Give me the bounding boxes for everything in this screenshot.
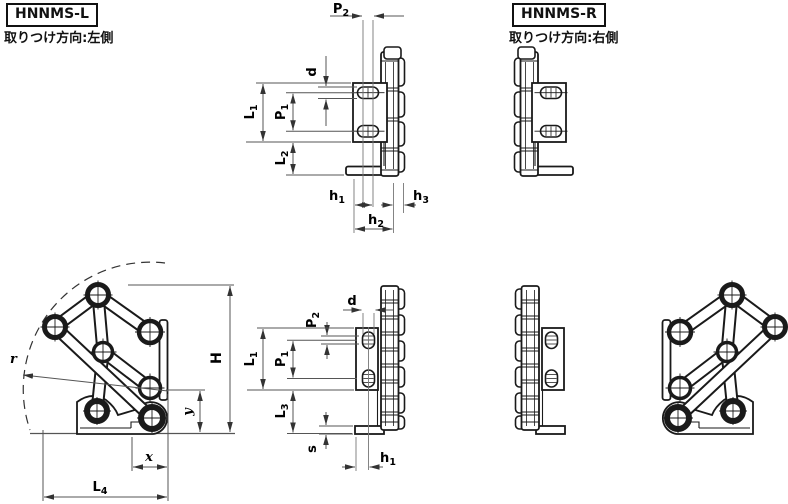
dim-label-l1-top: L1 <box>243 105 260 120</box>
dimensions-folded-view: d P2 L1 P1 L3 s h <box>243 294 396 471</box>
side-view-open-left <box>345 46 406 177</box>
dim-label-x: x <box>144 450 153 465</box>
model-label-right: HNNMS-R <box>512 3 606 27</box>
dimensions-top-view: P2 d L1 P1 L2 h1 h3 <box>243 2 429 233</box>
model-label-left: HNNMS-L <box>6 3 98 27</box>
dim-label-p2-top: P2 <box>333 2 349 19</box>
swing-radius-arc <box>22 261 166 431</box>
linkage-front-view-right <box>663 281 788 435</box>
dim-label-d-top: d <box>305 67 320 76</box>
dim-label-l1-bottom: L1 <box>243 352 260 367</box>
dim-label-r: r <box>10 352 18 367</box>
side-view-folded-left <box>354 285 406 435</box>
dim-label-p2-bottom: P2 <box>305 312 322 328</box>
dim-label-h2-top: h2 <box>368 213 384 230</box>
linkage-front-view-left: r <box>10 261 235 434</box>
dimensions-linkage-view: H y x L4 <box>42 284 234 501</box>
dim-label-l3: L3 <box>274 404 291 419</box>
dim-label-p1-top: P1 <box>274 104 291 120</box>
radius-leader-line <box>22 373 169 392</box>
dim-label-y: y <box>181 407 196 417</box>
side-view-folded-right <box>514 285 566 435</box>
dim-label-h3-top: h3 <box>413 189 429 206</box>
dim-label-l4: L4 <box>93 480 108 497</box>
dim-label-d-bottom: d <box>347 294 356 309</box>
dim-label-h1-top: h1 <box>329 189 345 206</box>
dim-label-h1-bottom: h1 <box>380 451 396 468</box>
dim-label-s: s <box>305 445 320 453</box>
dim-label-l2-top: L2 <box>274 151 291 166</box>
side-view-open-right <box>513 46 574 177</box>
mounting-direction-right: 取りつけ方向:右側 <box>509 31 619 46</box>
mounting-direction-left: 取りつけ方向:左側 <box>4 31 114 46</box>
dim-label-H: H <box>209 352 225 364</box>
dim-label-p1-bottom: P1 <box>274 351 291 367</box>
